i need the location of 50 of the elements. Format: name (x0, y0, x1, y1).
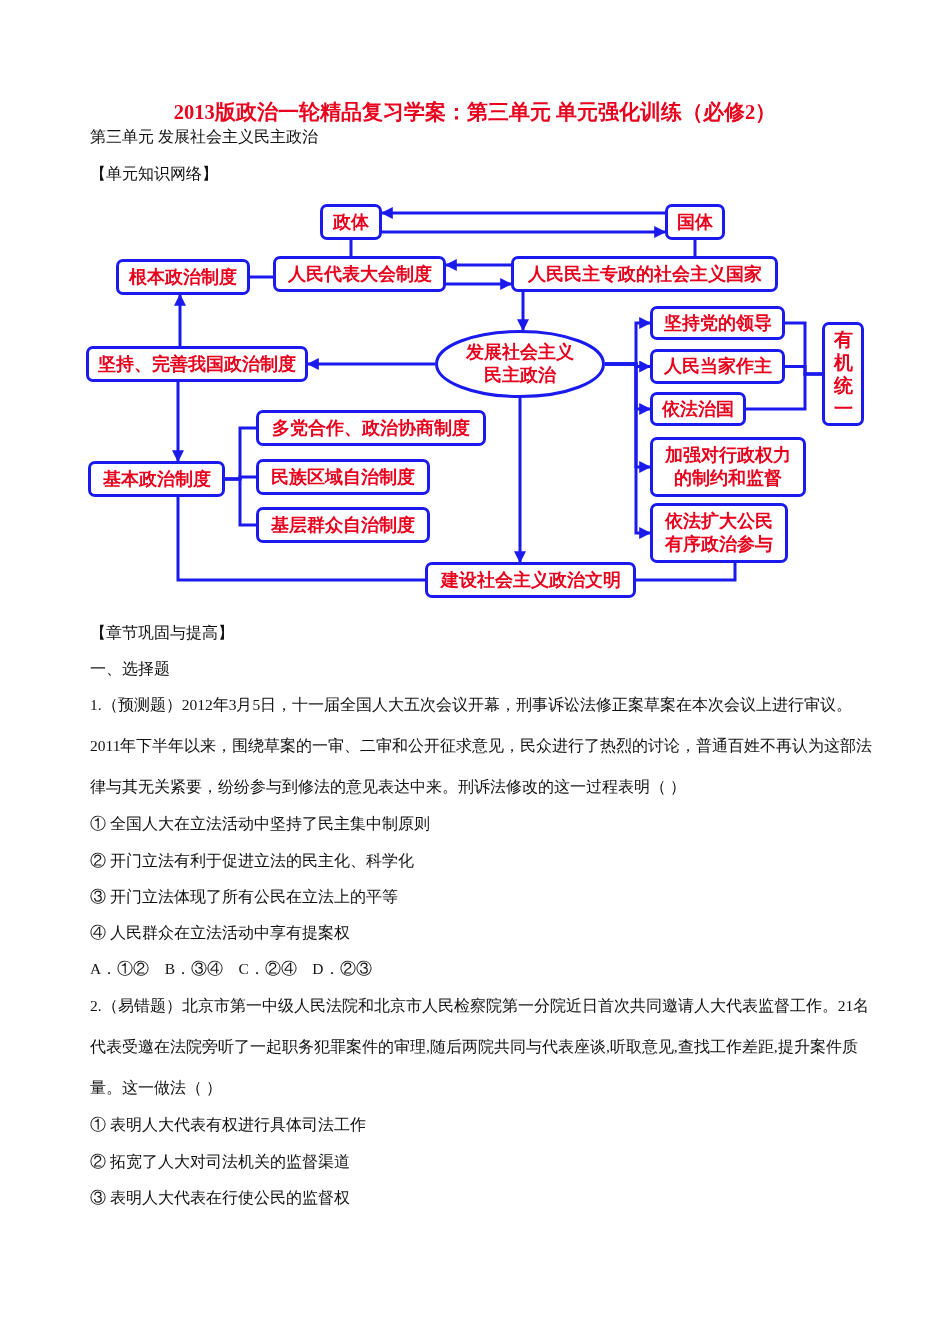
arrow (306, 358, 435, 370)
connector-line (250, 275, 273, 279)
question-text: 1.（预测题）2012年3月5日，十一届全国人大五次会议开幕，刑事诉讼法修正案草案在本次会议上进行审议。2011年下半年以来，围绕草案的一审、二审和公开征求意见，民众进行了热烈的讨论，普通百姓不再认为这部法律与其无关紧要，纷纷参与到修法的意见表达中来。刑诉法修改的这一过程表明（ ） (90, 695, 874, 797)
text-line: ② 拓宽了人大对司法机关的监督渠道 (90, 1152, 350, 1172)
concept-box: 坚持党的领导 (650, 306, 785, 340)
concept-box: 基层群众自治制度 (256, 507, 430, 543)
connector-line (746, 372, 822, 411)
ellipse-node: 发展社会主义民主政治 (435, 330, 605, 398)
text-line: ③ 开门立法体现了所有公民在立法上的平等 (90, 887, 398, 907)
connector-line (636, 563, 737, 582)
connector-line (225, 477, 256, 527)
arrow (517, 292, 529, 332)
text-line: ② 开门立法有利于促进立法的民主化、科学化 (90, 851, 414, 871)
text-line: ① 表明人大代表有权进行具体司法工作 (90, 1115, 366, 1135)
text-line: ④ 人民群众在立法活动中享有提案权 (90, 923, 350, 943)
concept-box: 基本政治制度 (88, 461, 225, 497)
text-line: A．①② B．③④ C．②④ D．②③ (90, 959, 372, 979)
text-line: ① 全国人大在立法活动中坚持了民主集中制原则 (90, 814, 430, 834)
text-line: ③ 表明人大代表在行使公民的监督权 (90, 1188, 350, 1208)
concept-box: 人民民主专政的社会主义国家 (511, 256, 778, 292)
concept-box: 人民代表大会制度 (273, 256, 446, 292)
concept-box: 依法扩大公民有序政治参与 (650, 503, 788, 563)
arrow (172, 382, 184, 463)
connector-line (176, 497, 425, 582)
concept-box: 建设社会主义政治文明 (425, 562, 636, 598)
title: 2013版政治一轮精品复习学案：第三单元 单元强化训练（必修2） (172, 100, 778, 125)
concept-box: 政体 (320, 204, 382, 240)
text-line: 【章节巩固与提高】 (90, 623, 234, 643)
text-line: 第三单元 发展社会主义民主政治 (90, 127, 318, 147)
concept-box: 坚持、完善我国政治制度 (86, 346, 308, 382)
connector-line (693, 240, 697, 256)
concept-box: 多党合作、政治协商制度 (256, 410, 486, 446)
concept-box: 加强对行政权力的制约和监督 (650, 437, 806, 497)
concept-box: 依法治国 (650, 392, 746, 426)
question-text: 2.（易错题）北京市第一中级人民法院和北京市人民检察院第一分院近日首次共同邀请人大代表监督工作。21名代表受邀在法院旁听了一起职务犯罪案件的审理,随后两院共同与代表座谈,听取意见,查找工作差距,提升案件质量。这一做法（ ） (90, 996, 871, 1098)
concept-box: 人民当家作主 (650, 349, 785, 384)
connector-line (349, 240, 353, 256)
arrow (514, 398, 526, 564)
arrow (174, 293, 186, 346)
text-line: 【单元知识网络】 (90, 164, 218, 184)
concept-box: 民族区域自治制度 (256, 459, 430, 495)
concept-box: 国体 (665, 204, 725, 240)
arrow (444, 259, 511, 271)
concept-box: 根本政治制度 (116, 259, 250, 295)
arrow (605, 362, 652, 539)
vertical-text-box: 有机统一 (822, 322, 864, 426)
text-line: 一、选择题 (90, 659, 170, 679)
arrow (446, 278, 513, 290)
arrow (380, 207, 665, 219)
arrow (382, 226, 667, 238)
